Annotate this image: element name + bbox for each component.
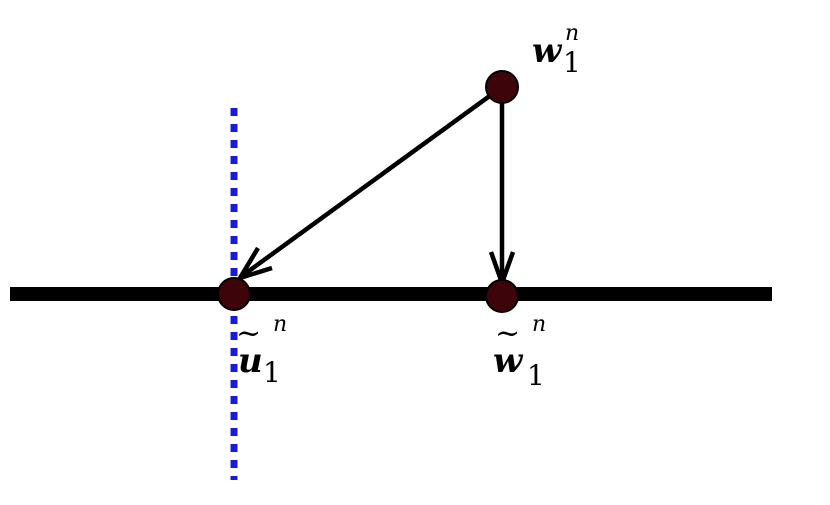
point-u1n-tilde xyxy=(217,277,251,311)
label-w1n-base: w xyxy=(532,31,563,71)
label-u1n-tilde-accent: ~ xyxy=(236,316,261,351)
label-w1n-tilde: ~ w n 1 xyxy=(493,312,546,392)
label-w1n: w n 1 xyxy=(532,21,581,79)
label-w1n-tilde-base: w xyxy=(493,341,524,381)
label-u1n-tilde-sup: n xyxy=(273,312,287,337)
label-w1n-tilde-sub: 1 xyxy=(527,359,545,392)
arrowhead-diagonal xyxy=(235,246,273,282)
arrow-to-u1n-tilde xyxy=(240,85,504,278)
label-u1n-tilde-base: u xyxy=(238,341,263,381)
label-u1n-tilde: ~ u n 1 xyxy=(236,312,287,389)
label-w1n-sup: n xyxy=(565,21,579,46)
label-w1n-sub: 1 xyxy=(563,46,581,79)
label-u1n-tilde-sub: 1 xyxy=(263,356,281,389)
label-w1n-tilde-sup: n xyxy=(532,312,546,337)
label-w1n-tilde-accent: ~ xyxy=(495,316,520,351)
point-w1n xyxy=(485,70,519,104)
point-w1n-tilde xyxy=(485,279,519,313)
